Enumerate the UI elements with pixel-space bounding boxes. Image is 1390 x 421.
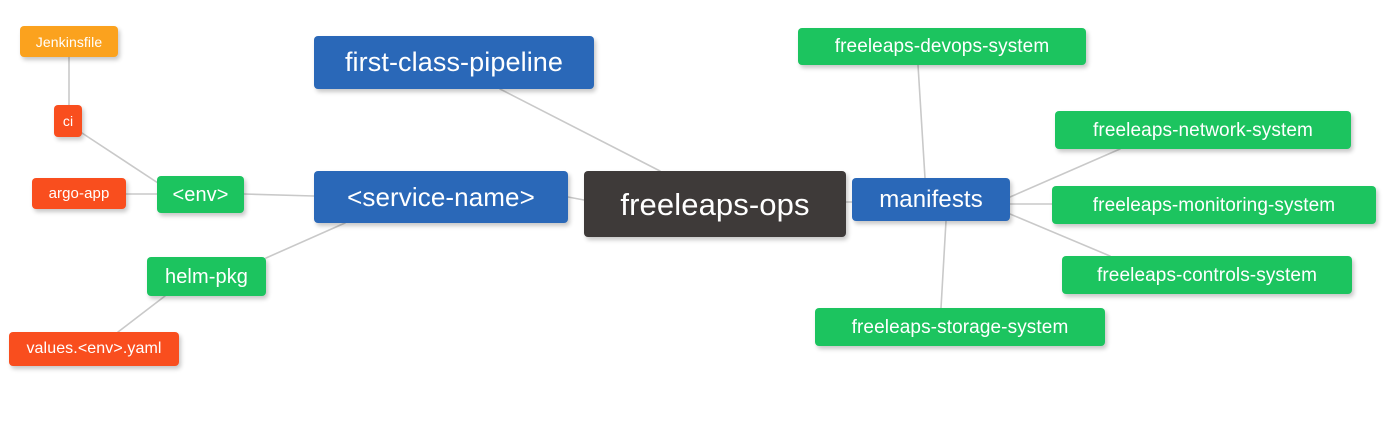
node-freeleaps-ops[interactable]: freeleaps-ops bbox=[584, 171, 846, 237]
edge-manifests-to-freeleaps-devops-system bbox=[917, 64, 926, 179]
edge-env-to-service-name bbox=[243, 193, 315, 197]
edge-service-name-to-helm-pkg bbox=[265, 222, 346, 259]
edge-helm-pkg-to-values-env-yaml bbox=[117, 295, 166, 333]
node-freeleaps-monitoring-system[interactable]: freeleaps-monitoring-system bbox=[1052, 186, 1376, 224]
node-manifests[interactable]: manifests bbox=[852, 178, 1010, 221]
edge-service-name-to-freeleaps-ops bbox=[567, 196, 585, 201]
node-helm-pkg[interactable]: helm-pkg bbox=[147, 257, 266, 296]
node-env[interactable]: <env> bbox=[157, 176, 244, 213]
edge-first-class-pipeline-to-freeleaps-ops bbox=[499, 88, 661, 172]
node-freeleaps-devops-system[interactable]: freeleaps-devops-system bbox=[798, 28, 1086, 65]
node-freeleaps-storage-system[interactable]: freeleaps-storage-system bbox=[815, 308, 1105, 346]
edge-ci-to-env bbox=[81, 132, 159, 184]
node-freeleaps-network-system[interactable]: freeleaps-network-system bbox=[1055, 111, 1351, 149]
edge-manifests-to-freeleaps-storage-system bbox=[940, 220, 947, 309]
node-ci[interactable]: ci bbox=[54, 105, 82, 137]
node-service-name[interactable]: <service-name> bbox=[314, 171, 568, 223]
node-argo-app[interactable]: argo-app bbox=[32, 178, 126, 209]
node-freeleaps-controls-system[interactable]: freeleaps-controls-system bbox=[1062, 256, 1352, 294]
node-values-env-yaml[interactable]: values.<env>.yaml bbox=[9, 332, 179, 366]
node-first-class-pipeline[interactable]: first-class-pipeline bbox=[314, 36, 594, 89]
node-jenkinsfile[interactable]: Jenkinsfile bbox=[20, 26, 118, 57]
